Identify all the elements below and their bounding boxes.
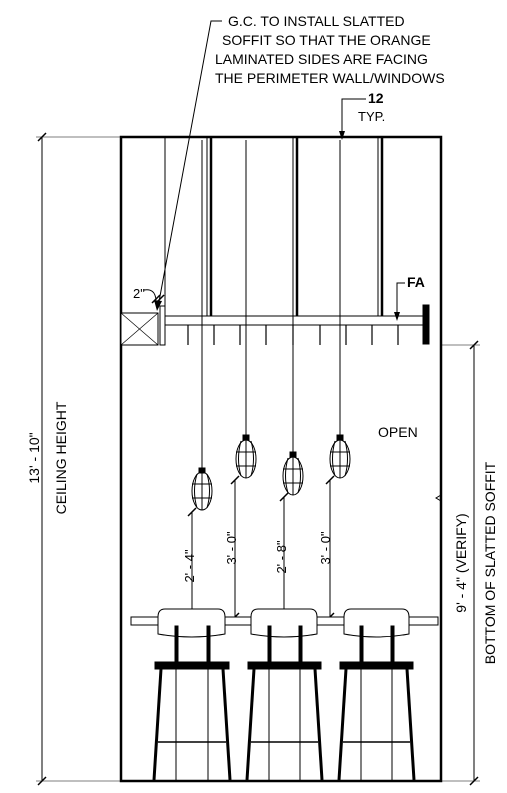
ceiling-height-value: 13' - 10" [26, 432, 42, 483]
pendant-light [282, 140, 304, 496]
bar-stool [337, 608, 416, 781]
bar-stool [245, 608, 324, 781]
note-line-2: SOFFIT SO THAT THE ORANGE [222, 32, 431, 48]
bar-stools [152, 608, 416, 781]
wall-blocking-x [120, 312, 159, 346]
ceiling-height-dimension [36, 132, 121, 786]
note-line-4: THE PERIMETER WALL/WINDOWS [215, 70, 445, 86]
fa-callout: FA [394, 274, 425, 321]
soffit-frame [120, 304, 430, 346]
pendant-drop-1: 2' - 4" [182, 549, 197, 582]
detail-tag-arrow [339, 131, 345, 140]
fa-arrow [394, 312, 400, 321]
pendant-light [235, 140, 257, 479]
soffit-edge-board [159, 305, 166, 346]
soffit-height-label: BOTTOM OF SLATTED SOFFIT [482, 461, 498, 664]
note-line-1: G.C. TO INSTALL SLATTED [228, 13, 405, 29]
break-line [435, 490, 442, 506]
note-leader-line [157, 20, 222, 308]
pendant-light [191, 140, 213, 511]
note-line-3: LAMINATED SIDES ARE FACING [215, 51, 428, 67]
gap-tick [151, 294, 161, 304]
fa-end-plate [422, 304, 430, 345]
fa-leader [396, 282, 405, 319]
pendant-drop-3: 2' - 8" [274, 540, 289, 573]
ceiling-height-label: CEILING HEIGHT [53, 401, 69, 514]
pendant-light [329, 140, 351, 479]
pendant-drop-4: 3' - 0" [318, 531, 333, 564]
soffit-bottom-dimension [435, 340, 480, 786]
slatted-soffit [164, 137, 384, 316]
gap-label: 2" [133, 286, 145, 301]
pendant-lights [191, 140, 351, 511]
bar-stool [152, 608, 232, 781]
detail-tag: 12 TYP. [339, 90, 385, 140]
fa-tag: FA [407, 274, 425, 290]
open-label: OPEN [378, 424, 418, 440]
room-outline [119, 135, 443, 783]
detail-tag-leader [341, 98, 366, 138]
soffit-install-note: G.C. TO INSTALL SLATTED SOFFIT SO THAT T… [154, 13, 445, 311]
gap-callout: 2" [133, 286, 165, 304]
gap-curve [143, 289, 157, 301]
detail-number: 12 [368, 90, 384, 106]
gap-tick [155, 294, 165, 304]
soffit-height-value: 9' - 4" (VERIFY) [453, 513, 469, 612]
detail-typ: TYP. [358, 109, 385, 124]
pendant-drop-2: 3' - 0" [224, 531, 239, 564]
